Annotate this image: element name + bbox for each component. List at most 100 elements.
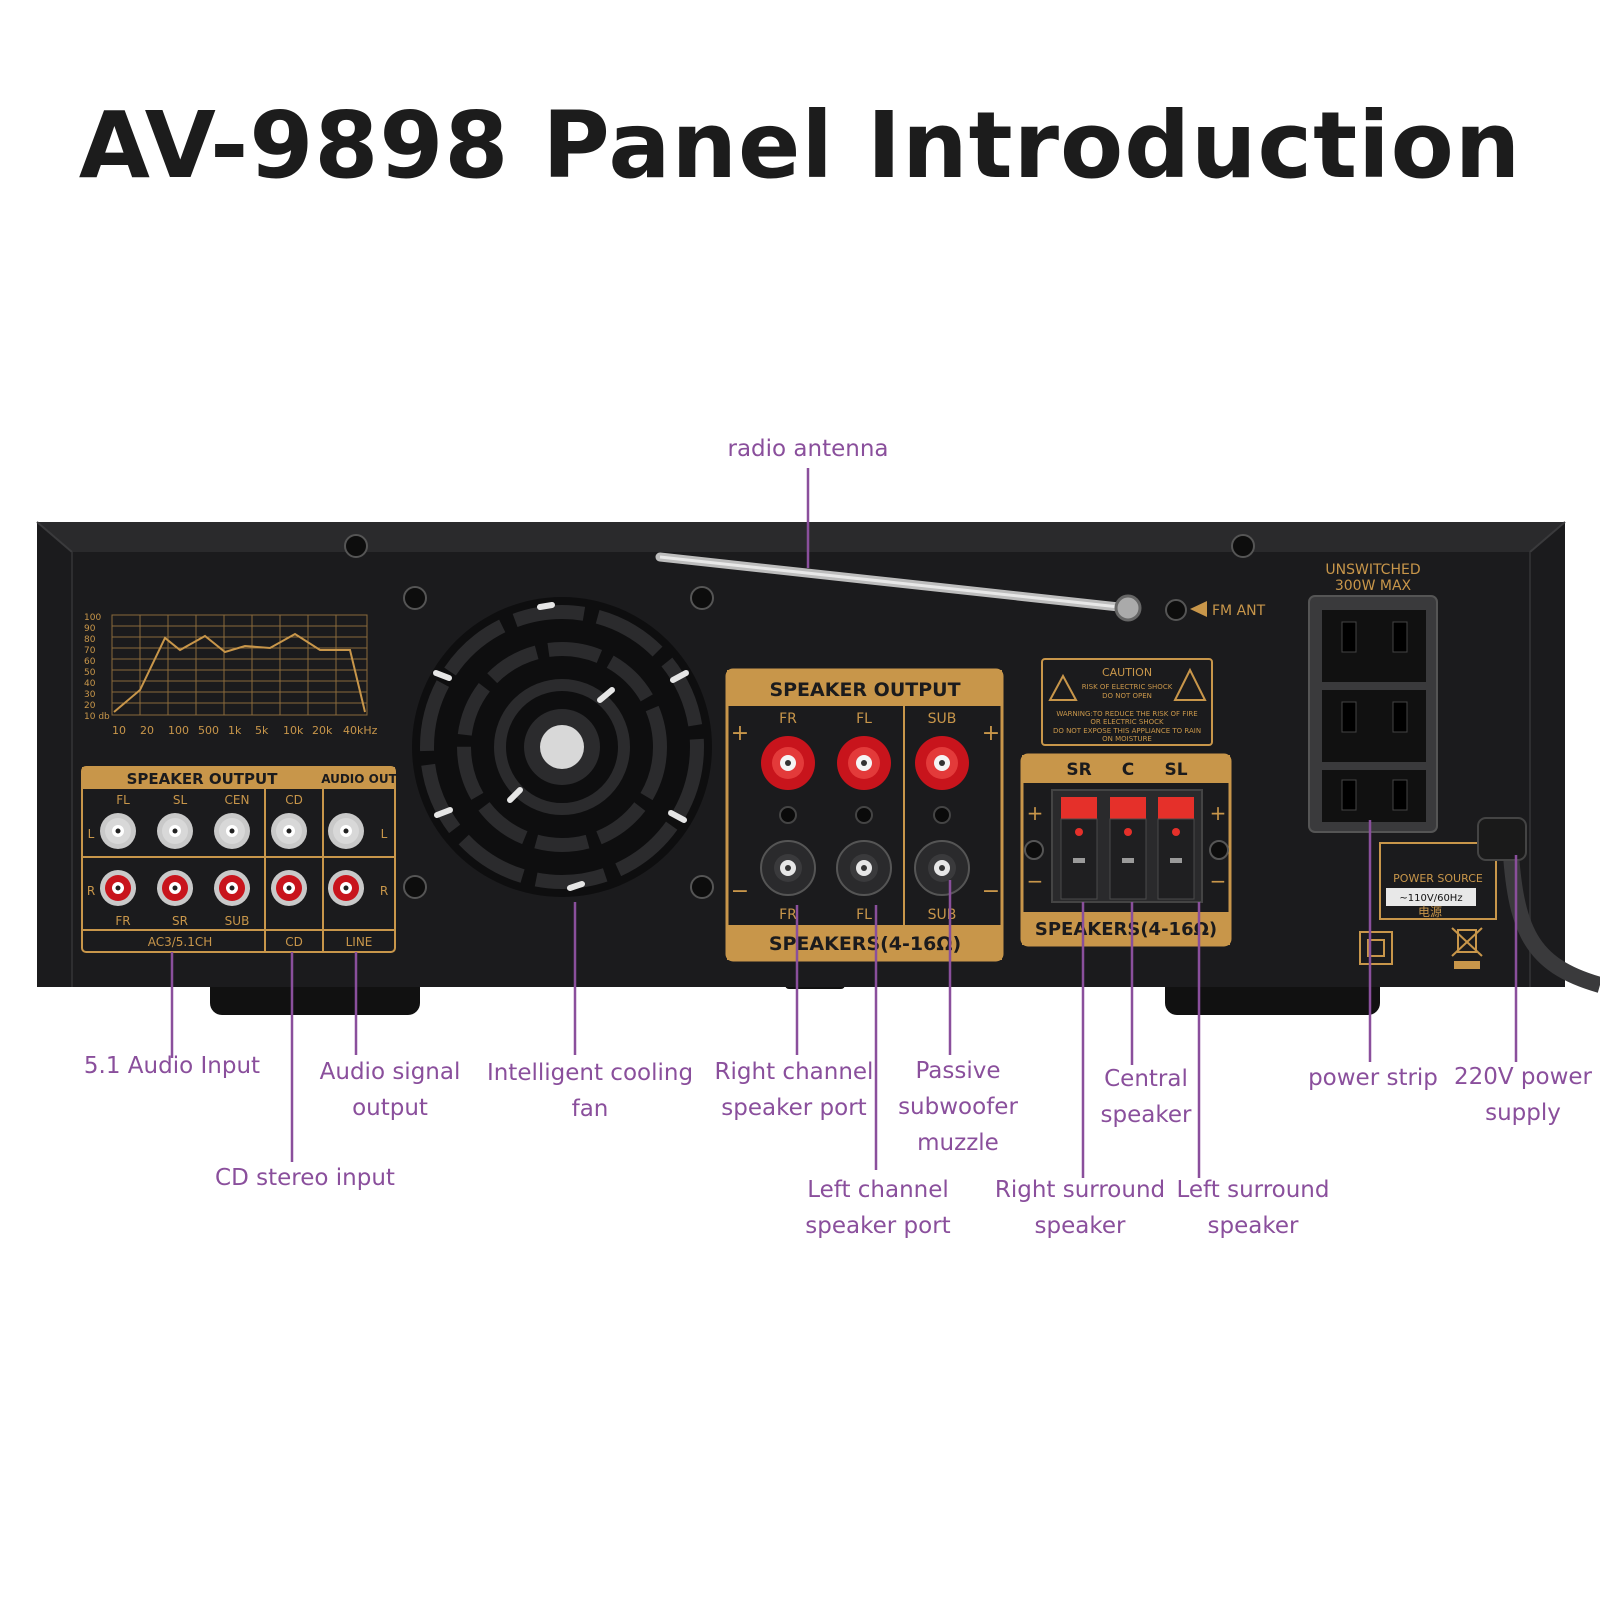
power-outlet-strip [1308,595,1438,833]
callout-power-strip-text: power strip [1308,1065,1438,1091]
spring-terminal [1060,797,1098,900]
voltage-sticker [1386,888,1476,906]
graph-x-tick: 40kHz [343,724,378,737]
power-source-box [1379,842,1497,920]
callout-right-channel-line1: Right channel [714,1059,874,1085]
caution-line3: WARNING:TO REDUCE THE RISK OF FIRE [1056,710,1197,718]
fm-ant-label: FM ANT [1212,603,1266,619]
graph-x-tick: 20k [312,724,333,737]
rca-jack [157,870,193,906]
minus-left: − [731,879,749,904]
unswitched-label: UNSWITCHED [1325,562,1420,578]
graph-y-tick: 20 [84,701,96,711]
label-l-right: L [381,827,388,841]
callout-220v-power-line1: 220V power [1453,1064,1593,1090]
post-label-sub: SUB [928,711,957,727]
callout-power-strip: power strip [1305,1060,1441,1096]
label-fl: FL [116,793,130,807]
callout-51-audio-input-text: 5.1 Audio Input [83,1053,261,1079]
callout-220v-power: 220V power supply [1450,1059,1596,1131]
left-block-header-bar [82,767,323,789]
callout-left-surround: Left surround speaker [1170,1172,1336,1244]
callout-right-surround-line2: speaker [1034,1213,1126,1239]
plus-left: + [731,721,749,746]
graph-y-tick: 80 [84,635,96,645]
rca-jack [271,870,307,906]
left-block-header: SPEAKER OUTPUT [127,770,279,788]
footer-cd: CD [285,935,303,949]
caution-title: CAUTION [1102,666,1152,679]
callout-radio-antenna-text: radio antenna [727,436,889,462]
binding-post-negative [760,840,816,896]
label-r-right: R [380,884,388,898]
callout-left-surround-line2: speaker [1207,1213,1299,1239]
footer-line: LINE [346,935,373,949]
graph-y-tick: 50 [84,668,96,678]
minus-right: − [982,879,1000,904]
binding-post-negative [914,840,970,896]
callout-51-audio-input: 5.1 Audio Input [62,1048,282,1084]
callout-passive-sub-line3: muzzle [917,1130,999,1156]
power-cord [1477,817,1600,993]
fm-ant-arrow [1190,601,1207,617]
graph-x-tick: 1k [228,724,242,737]
power-cn: 电源 [1418,905,1442,919]
callout-audio-signal-output-line2: output [352,1095,428,1121]
graph-y-tick: 30 [84,690,96,700]
callout-right-channel: Right channel speaker port [712,1054,876,1126]
callout-central-line2: speaker [1100,1102,1192,1128]
rca-jacks [100,813,364,906]
callout-right-channel-line2: speaker port [721,1095,867,1121]
post-label-fr-bottom: FR [779,907,797,923]
callout-audio-signal-output: Audio signal output [310,1054,470,1126]
rca-jack [214,870,250,906]
callout-left-channel: Left channel speaker port [796,1172,960,1244]
binding-post-positive [915,736,969,790]
rca-jack [328,870,364,906]
audio-out-header-bar [323,767,395,789]
speaker-output-block [725,668,1004,962]
label-cen: CEN [225,793,250,807]
callout-central-line1: Central [1104,1066,1188,1092]
plus-right: + [982,721,1000,746]
audio-out-header: AUDIO OUT [321,772,397,786]
surround-minus-left: − [1027,869,1044,893]
surround-screw [1024,840,1044,860]
caution-line4: OR ELECTRIC SHOCK [1090,718,1164,726]
spring-terminals [1024,797,1229,900]
callout-right-surround: Right surround speaker [990,1172,1170,1244]
callout-audio-signal-output-line1: Audio signal [319,1059,461,1085]
rca-jack [100,870,136,906]
unswitched-max-label: 300W MAX [1335,578,1412,594]
spring-terminal [1157,797,1195,900]
callout-cooling-fan: Intelligent cooling fan [484,1055,696,1127]
callout-cooling-fan-line2: fan [571,1096,609,1122]
rca-jack [157,813,193,849]
surround-label-c: C [1122,760,1134,780]
graph-x-tick: 500 [198,724,219,737]
post-label-fl: FL [856,711,872,727]
caution-line1: RISK OF ELECTRIC SHOCK [1082,683,1173,691]
graph-y-tick: 60 [84,657,96,667]
rca-jack [271,813,307,849]
graph-x-tick: 10k [283,724,304,737]
graph-y-tick: 70 [84,646,96,656]
graph-x-tick: 20 [140,724,154,737]
callout-radio-antenna: radio antenna [718,431,898,467]
post-label-fr: FR [779,711,797,727]
label-l-left: L [88,827,95,841]
power-voltage: ~110V/60Hz [1399,893,1462,904]
callout-cooling-fan-line1: Intelligent cooling [486,1060,694,1086]
caution-line6: ON MOISTURE [1102,735,1152,743]
footer-ac3: AC3/5.1CH [148,935,213,949]
callout-right-surround-line1: Right surround [994,1177,1166,1203]
weee-bin-icon [1451,927,1483,969]
surround-footer: SPEAKERS(4-16Ω) [1035,919,1217,940]
frequency-graph [111,614,368,716]
label-cd: CD [285,793,303,807]
callout-left-channel-line2: speaker port [805,1213,951,1239]
callout-cd-stereo-input-text: CD stereo input [215,1165,395,1191]
caution-line5: DO NOT EXPOSE THIS APPLIANCE TO RAIN [1053,727,1201,735]
graph-y-tick: 100 [84,613,101,623]
